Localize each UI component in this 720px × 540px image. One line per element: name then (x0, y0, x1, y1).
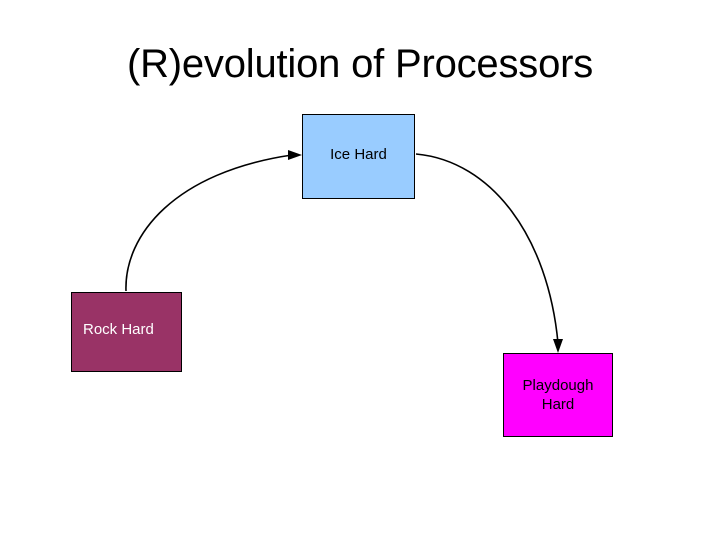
page-title: (R)evolution of Processors (126, 42, 594, 86)
node-rock-hard[interactable]: Rock Hard (71, 292, 182, 372)
arrowhead-down-icon (553, 339, 563, 353)
edge-rock-to-ice-path (125, 154, 293, 292)
node-playdough-hard[interactable]: Playdough Hard (503, 353, 613, 437)
node-ice-hard[interactable]: Ice Hard (302, 114, 415, 199)
edge-rock-to-ice (125, 150, 302, 292)
node-ice-hard-label: Ice Hard (330, 146, 387, 163)
edge-ice-to-playdough-path (415, 153, 559, 344)
node-playdough-hard-label: Playdough Hard (522, 377, 594, 413)
arrowhead-right-icon (288, 150, 302, 160)
node-rock-hard-label: Rock Hard (83, 321, 154, 338)
edge-ice-to-playdough (415, 153, 563, 353)
